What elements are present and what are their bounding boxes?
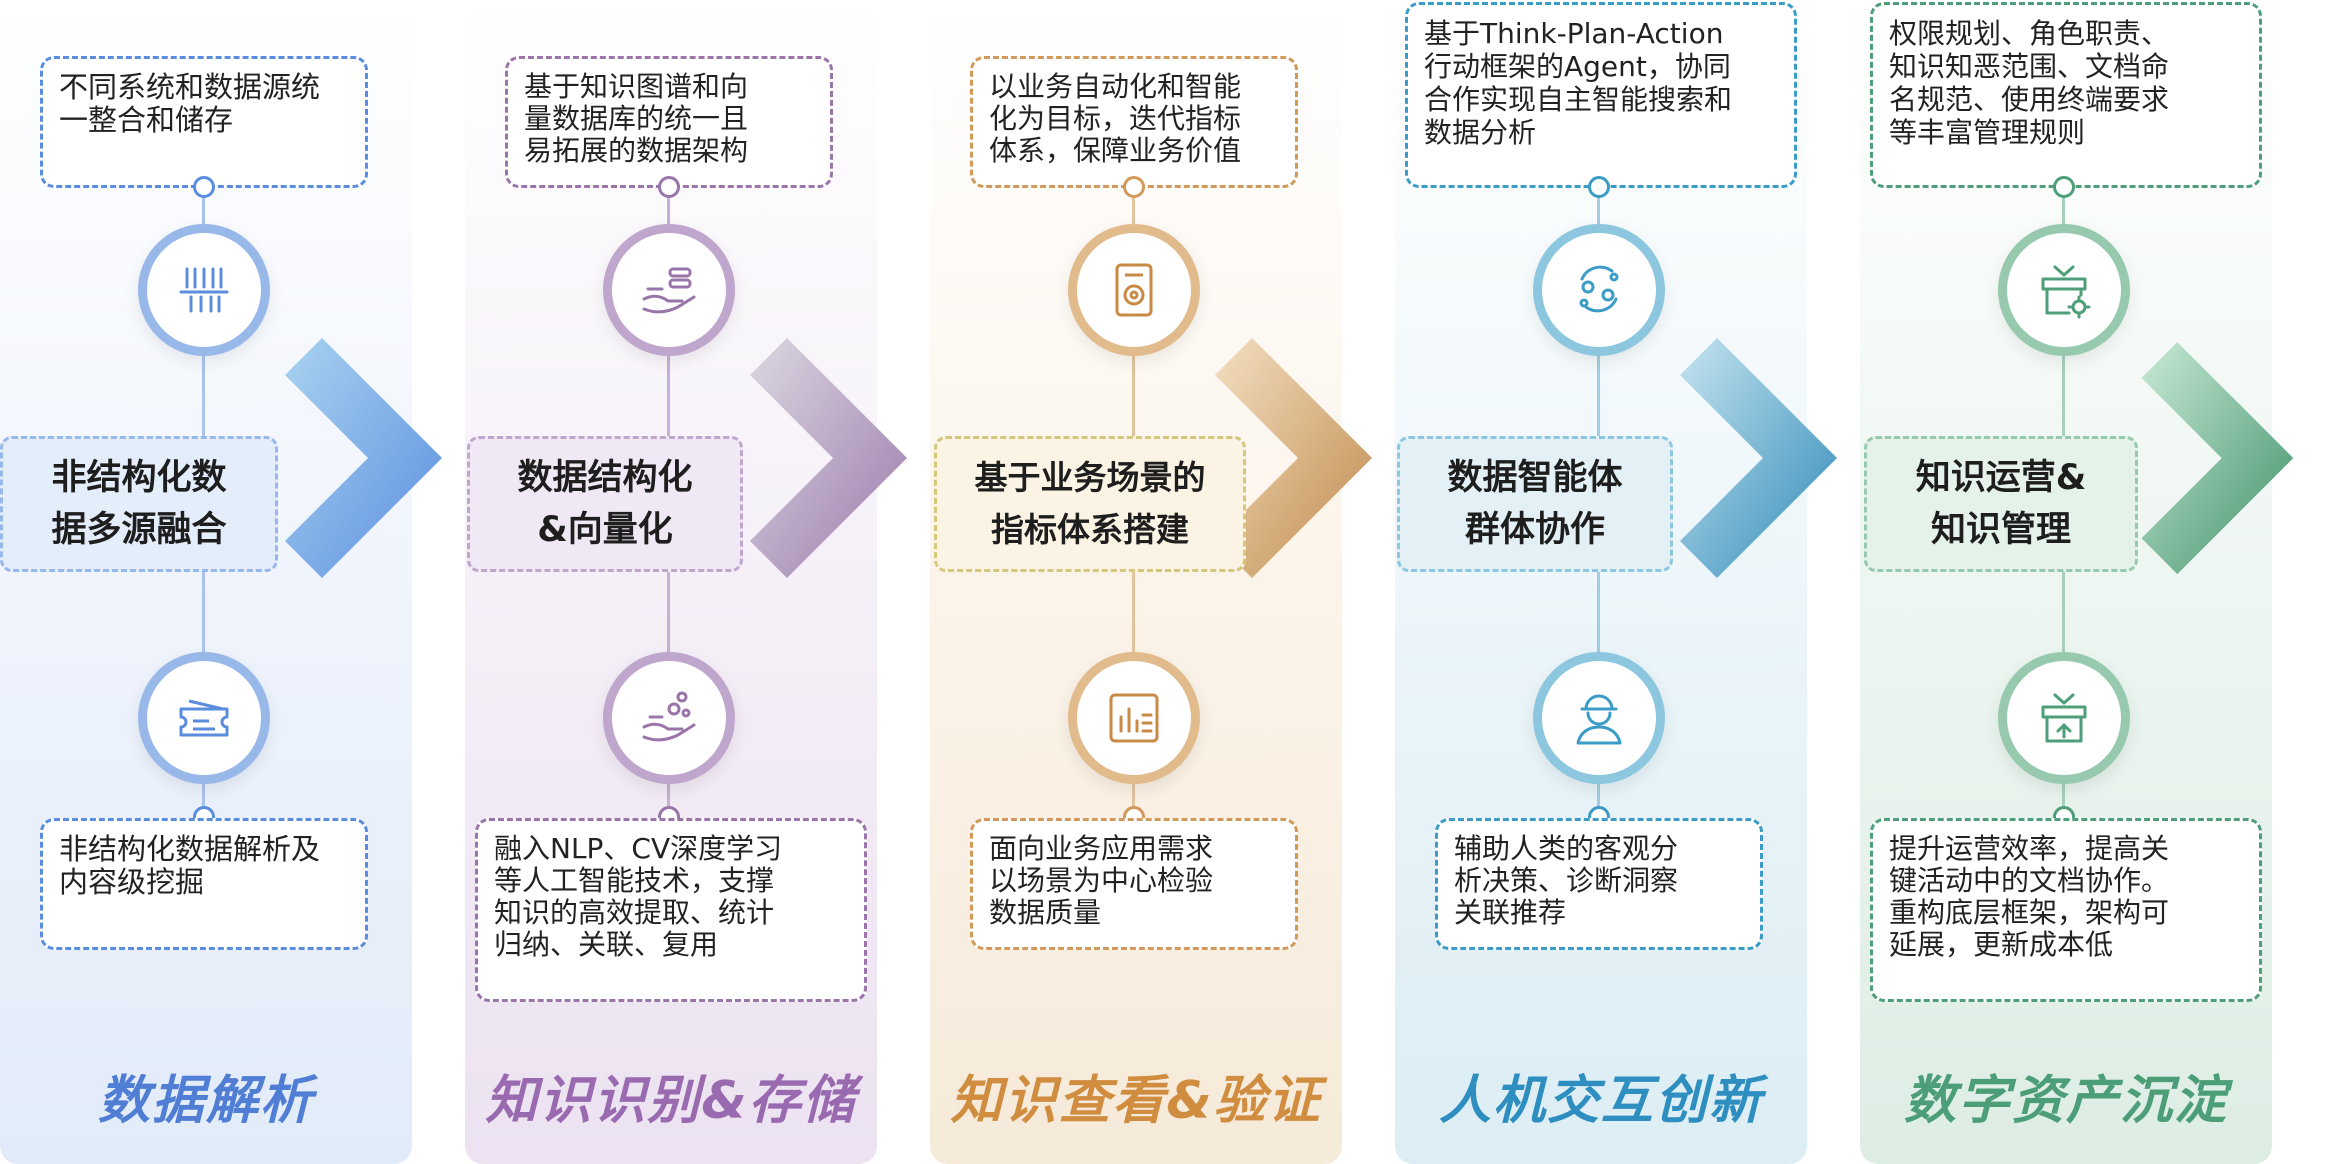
bottom-icon-circle [1068,652,1200,784]
top-connector-dot [658,176,680,198]
stage-column-knowledge-recognition: 基于知识图谱和向 量数据库的统一且 易拓展的数据架构 数据结构化 &向量化 融入… [465,0,907,1164]
top-connector-dot [193,176,215,198]
bottom-description-box: 非结构化数据解析及 内容级挖掘 [40,818,368,950]
stage-column-data-parsing: 不同系统和数据源统 一整合和储存 非结构化数 据多源融合 非结构化数据解析及 内… [0,0,442,1164]
stage-title-box: 基于业务场景的 指标体系搭建 [934,436,1246,572]
top-icon-circle [138,224,270,356]
stage-footer-title: 人机交互创新 [1438,1071,1763,1131]
top-description-box: 基于Think-Plan-Action 行动框架的Agent，协同 合作实现自主… [1405,2,1797,188]
stage-column-human-machine: 基于Think-Plan-Action 行动框架的Agent，协同 合作实现自主… [1395,0,1837,1164]
stage-column-digital-assets: 权限规划、角色职责、 知识知恶范围、文档命 名规范、使用终端要求 等丰富管理规则… [1860,0,2294,1164]
top-description-box: 基于知识图谱和向 量数据库的统一且 易拓展的数据架构 [505,56,833,188]
top-icon-circle [1068,224,1200,356]
hand-database-icon [642,267,696,314]
stage-title-box: 非结构化数 据多源融合 [0,436,278,572]
hand-bubbles-icon [642,691,696,742]
bottom-description-box: 辅助人类的客观分 析决策、诊断洞察 关联推荐 [1435,818,1763,950]
bottom-description-box: 融入NLP、CV深度学习 等人工智能技术，支撑 知识的高效提取、统计 归纳、关联… [475,818,867,1002]
top-description-box: 权限规划、角色职责、 知识知恶范围、文档命 名规范、使用终端要求 等丰富管理规则 [1870,2,2262,188]
agent-cycle-icon [1579,265,1619,313]
bottom-description-box: 提升运营效率，提高关 键活动中的文档协作。 重构底层框架，架构可 延展，更新成本… [1870,818,2262,1002]
stage-footer-title: 知识查看&验证 [950,1071,1322,1131]
top-icon-circle [1998,224,2130,356]
box-upload-icon [2041,693,2087,743]
chevron-arrow-icon [1680,338,1837,578]
chevron-arrow-icon [750,338,907,578]
top-icon-circle [603,224,735,356]
chart-report-icon [1109,693,1159,743]
ticket-card-icon [179,699,229,737]
top-description-box: 不同系统和数据源统 一整合和储存 [40,56,368,188]
bottom-icon-circle [138,652,270,784]
chevron-arrow-icon [1215,338,1372,578]
stage-title-box: 数据结构化 &向量化 [467,436,743,572]
bottom-icon-circle [1533,652,1665,784]
stage-footer-title: 数字资产沉淀 [1903,1071,2228,1131]
chevron-arrow-icon [285,338,442,578]
chevron-arrow-icon [2141,342,2294,575]
top-icon-circle [1533,224,1665,356]
barcode-scan-icon [179,267,229,313]
worker-person-icon [1576,694,1622,745]
bottom-icon-circle [1998,652,2130,784]
stage-column-knowledge-verification: 以业务自动化和智能 化为目标，迭代指标 体系，保障业务价值 基于业务场景的 指标… [930,0,1372,1164]
document-target-icon [1115,263,1153,317]
top-connector-dot [2053,176,2075,198]
top-connector-dot [1123,176,1145,198]
stage-title-box: 数据智能体 群体协作 [1397,436,1673,572]
stage-footer-title: 数据解析 [97,1071,314,1131]
box-gear-icon [2041,265,2091,319]
bottom-icon-circle [603,652,735,784]
stage-title-box: 知识运营& 知识管理 [1864,436,2138,572]
stage-footer-title: 知识识别&存储 [485,1071,857,1131]
top-description-box: 以业务自动化和智能 化为目标，迭代指标 体系，保障业务价值 [970,56,1298,188]
top-connector-dot [1588,176,1610,198]
bottom-description-box: 面向业务应用需求 以场景为中心检验 数据质量 [970,818,1298,950]
